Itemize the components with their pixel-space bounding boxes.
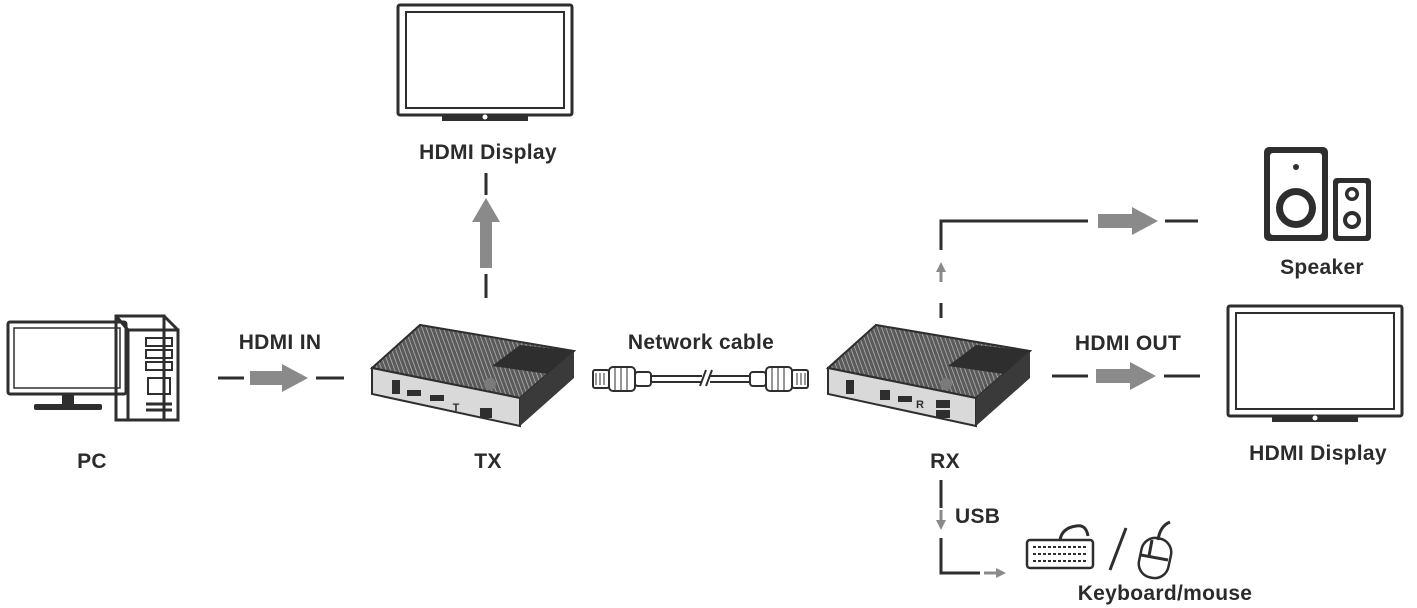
tx-panel-mark: T (453, 402, 460, 414)
rx-to-display-link (1052, 362, 1200, 390)
pc-icon (6, 314, 180, 422)
rx-to-usb-link (936, 480, 1006, 578)
keyboard-mouse-label: Keyboard/mouse (1077, 582, 1253, 605)
rx-to-speaker-link (936, 207, 1198, 318)
network-cable-icon (592, 366, 809, 392)
separator-slash (1108, 527, 1128, 571)
network-cable-label: Network cable (627, 331, 775, 354)
right-monitor-icon (1226, 304, 1404, 422)
hdmi-in-label: HDMI IN (238, 331, 322, 354)
tx-label: TX (474, 450, 502, 473)
extender-tx-icon: T (369, 323, 577, 428)
rx-label: RX (930, 450, 960, 473)
usb-label: USB (955, 505, 1001, 528)
pc-label: PC (77, 450, 107, 473)
right-display-label: HDMI Display (1249, 442, 1387, 465)
top-monitor-icon (396, 3, 574, 121)
mouse-icon (1137, 520, 1173, 580)
pc-to-tx-link (218, 364, 344, 392)
rx-panel-mark: R (916, 399, 924, 411)
speaker-icon (1264, 147, 1371, 241)
hdmi-out-label: HDMI OUT (1074, 332, 1182, 355)
top-display-label: HDMI Display (419, 141, 557, 164)
speaker-label: Speaker (1280, 256, 1364, 279)
extender-rx-icon: R (825, 323, 1033, 428)
keyboard-icon (1025, 524, 1095, 570)
tx-to-display-link (472, 173, 500, 298)
